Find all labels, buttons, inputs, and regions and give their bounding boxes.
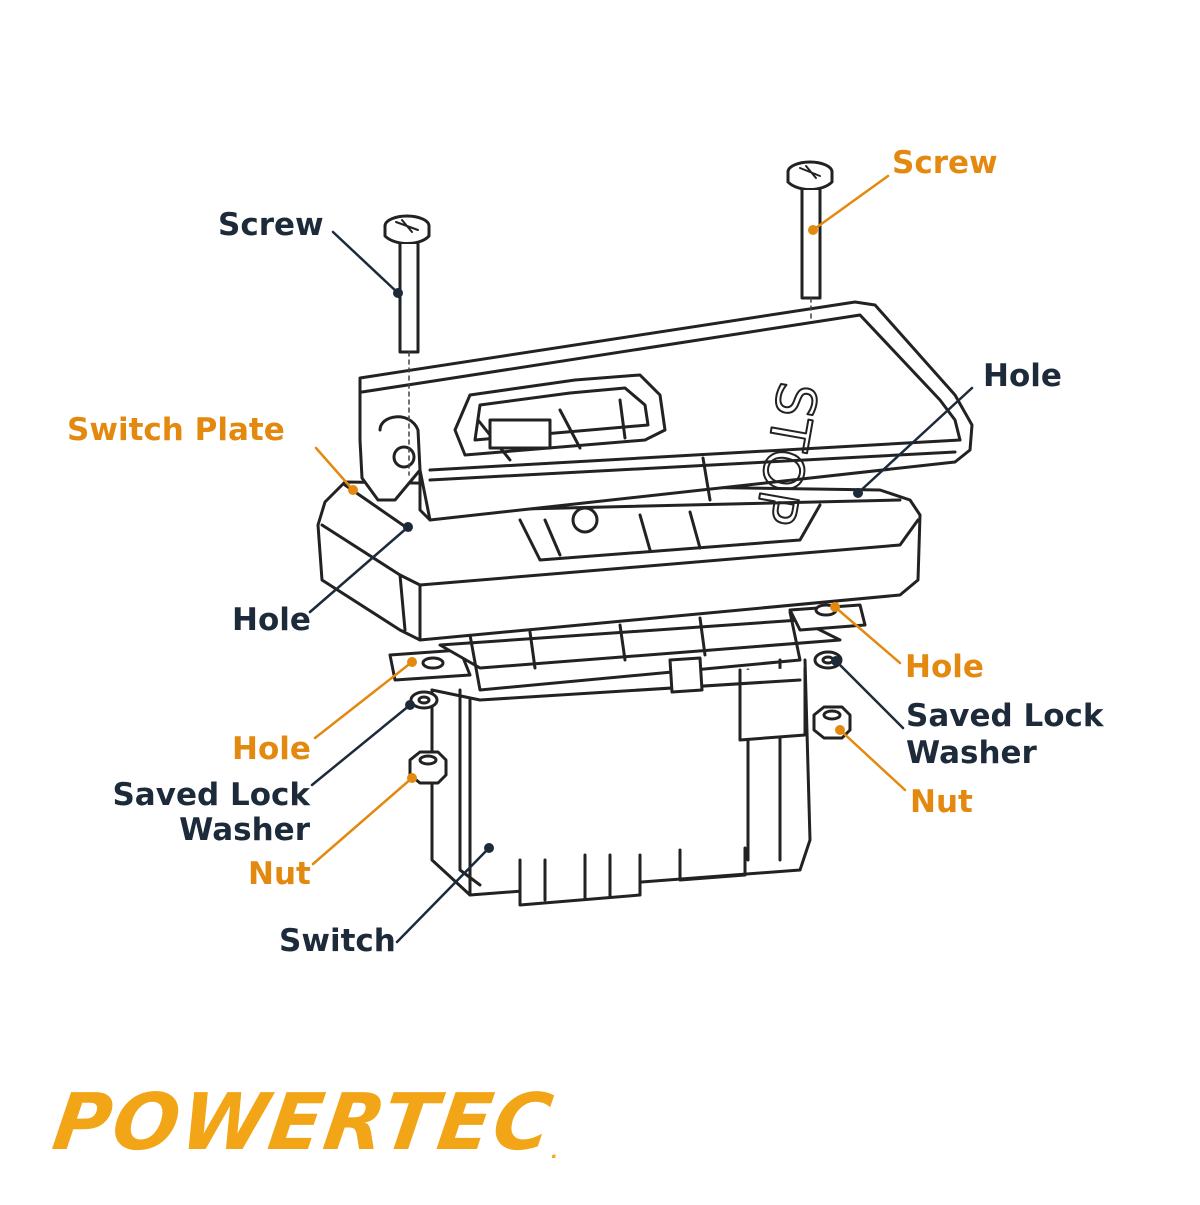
washer-right	[813, 650, 843, 670]
screw-right	[786, 160, 834, 300]
label-nut-left: Nut	[248, 856, 311, 892]
label-switch: Switch	[279, 923, 396, 959]
switch-body	[430, 658, 812, 907]
screw-left	[383, 214, 431, 354]
dark-leaders	[308, 230, 974, 944]
dark-leader-dots	[393, 288, 863, 853]
orange-leaders	[311, 174, 907, 866]
alignment-dashes	[408, 297, 812, 476]
switch-plate	[316, 480, 922, 642]
label-hole-right-top: Hole	[983, 358, 1062, 394]
label-saved-lock-washer-left: Saved Lock Washer	[112, 777, 310, 848]
label-screw-right: Screw	[892, 145, 998, 181]
mounting-flange	[388, 603, 867, 694]
stop-cover	[358, 300, 974, 522]
label-saved-lock-washer-right: Saved Lock Washer	[906, 698, 1104, 771]
logo-wordmark: POWERTEC	[47, 1078, 560, 1168]
powertec-logo: POWERTEC.	[48, 1078, 570, 1168]
label-screw-left: Screw	[218, 207, 324, 243]
label-hole-right-orange: Hole	[905, 649, 984, 685]
label-nut-right: Nut	[910, 784, 973, 820]
label-hole-left-mid: Hole	[232, 602, 311, 638]
label-switch-plate: Switch Plate	[67, 412, 285, 448]
orange-leader-dots	[348, 225, 845, 783]
label-hole-left-orange: Hole	[232, 731, 311, 767]
washer-left	[409, 690, 439, 710]
